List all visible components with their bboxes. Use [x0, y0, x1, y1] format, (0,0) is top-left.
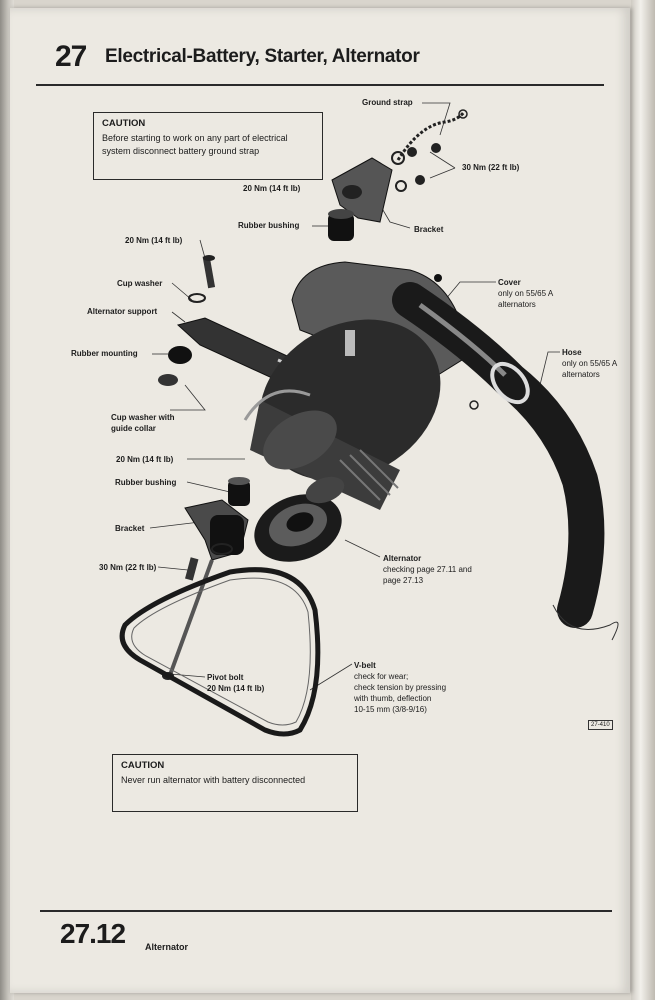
- label-torque-20-bracket: 20 Nm (14 ft lb): [243, 184, 301, 193]
- caution-text: Before starting to work on any part of e…: [102, 133, 288, 156]
- upper-left-hardware: [158, 255, 216, 386]
- caution-heading: CAUTION: [121, 760, 165, 771]
- alternator-pulley: [254, 476, 345, 562]
- label-torque-30-low: 30 Nm (22 ft lb): [99, 563, 157, 572]
- label-ground-strap: Ground strap: [362, 98, 413, 107]
- label-bracket-low: Bracket: [115, 524, 145, 533]
- label-rubber-bushing-low: Rubber bushing: [115, 478, 177, 487]
- figure-number: 27-410: [588, 720, 613, 730]
- page-number: 27.12: [60, 918, 126, 949]
- ground-strap-nuts: [395, 143, 441, 192]
- label-torque-30-top: 30 Nm (22 ft lb): [462, 163, 520, 172]
- footer-rule: [40, 910, 612, 912]
- caution-text: Never run alternator with battery discon…: [121, 775, 306, 785]
- label-rubber-bushing-top: Rubber bushing: [238, 221, 300, 230]
- ground-strap: [391, 109, 468, 165]
- chapter-title: Electrical-Battery, Starter, Alternator: [105, 46, 420, 67]
- lower-hardware: [184, 477, 250, 581]
- caution-heading: CAUTION: [102, 118, 146, 129]
- alternator-body: [243, 319, 441, 510]
- label-bracket-top: Bracket: [414, 225, 444, 234]
- label-torque-20-left: 20 Nm (14 ft lb): [125, 236, 183, 245]
- label-cup-washer: Cup washer: [117, 279, 163, 288]
- label-alternator-support: Alternator support: [87, 307, 158, 316]
- caution-box-bottom: CAUTION Never run alternator with batter…: [112, 754, 358, 812]
- page-stack-edge: [631, 0, 655, 1000]
- chapter-number: 27: [55, 40, 87, 73]
- v-belt: [119, 567, 321, 737]
- cooling-hose: [392, 282, 619, 641]
- label-rubber-mounting: Rubber mounting: [71, 349, 138, 358]
- label-torque-20-mid: 20 Nm (14 ft lb): [116, 455, 174, 464]
- section-name: Alternator: [145, 942, 189, 952]
- leader-lines: [149, 102, 560, 691]
- header-rule: [36, 84, 604, 86]
- upper-bracket: [328, 157, 393, 241]
- caution-box-top: CAUTION Before starting to work on any p…: [93, 112, 323, 180]
